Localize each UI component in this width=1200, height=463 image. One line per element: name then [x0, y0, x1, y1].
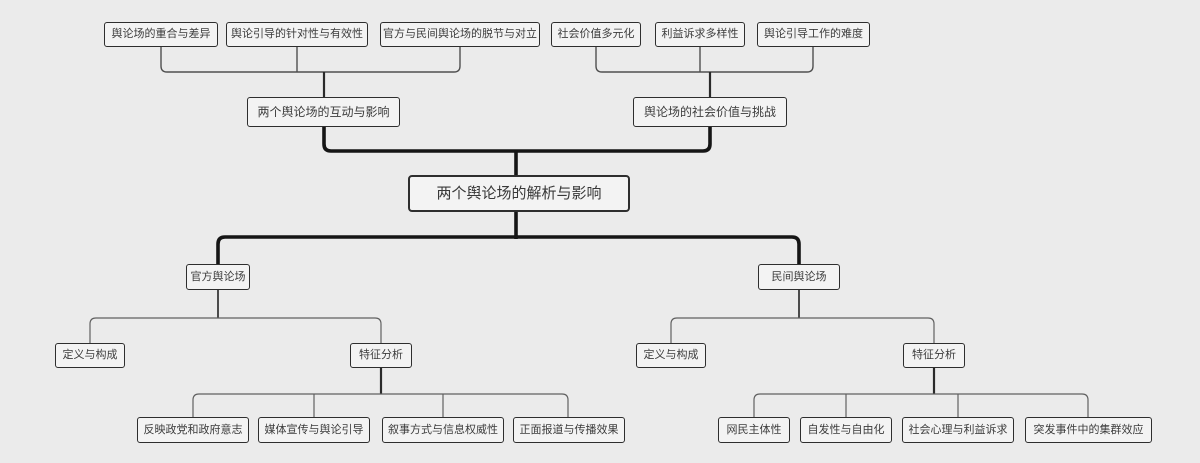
- connector-official-bus: [89, 317, 382, 343]
- node-branch-civil-field[interactable]: 民间舆论场: [758, 264, 840, 290]
- node-leaf-social-psychology-interests[interactable]: 社会心理与利益诉求: [902, 417, 1014, 443]
- node-leaf-guidance-difficulty[interactable]: 舆论引导工作的难度: [757, 22, 870, 47]
- node-leaf-netizen-subjectivity[interactable]: 网民主体性: [718, 417, 790, 443]
- connector-root-lower-left: [216, 235, 516, 264]
- node-civil-features[interactable]: 特征分析: [903, 343, 965, 368]
- node-leaf-positive-reporting[interactable]: 正面报道与传播效果: [513, 417, 625, 443]
- connector-root-lower-right: [516, 235, 801, 264]
- node-leaf-emergency-cluster-effect[interactable]: 突发事件中的集群效应: [1025, 417, 1152, 443]
- node-root[interactable]: 两个舆论场的解析与影响: [408, 175, 630, 212]
- connector-topright-bus: [595, 47, 814, 73]
- node-leaf-spontaneity-liberalization[interactable]: 自发性与自由化: [800, 417, 892, 443]
- connector-features-right-bus: [753, 393, 1089, 417]
- node-leaf-overlap-difference[interactable]: 舆论场的重合与差异: [104, 22, 218, 47]
- node-branch-interaction-influence[interactable]: 两个舆论场的互动与影响: [247, 97, 400, 127]
- connector-civil-bus: [670, 317, 935, 343]
- connector-topleft-bus: [160, 47, 461, 73]
- node-official-features[interactable]: 特征分析: [350, 343, 412, 368]
- node-leaf-narrative-authority[interactable]: 叙事方式与信息权威性: [382, 417, 504, 443]
- node-leaf-value-pluralism[interactable]: 社会价值多元化: [551, 22, 641, 47]
- connector-root-upper-left: [322, 127, 516, 153]
- node-official-definition[interactable]: 定义与构成: [55, 343, 125, 368]
- node-branch-social-value-challenge[interactable]: 舆论场的社会价值与挑战: [633, 97, 787, 127]
- connector-root-upper-right: [516, 127, 712, 153]
- node-leaf-interest-diversity[interactable]: 利益诉求多样性: [655, 22, 745, 47]
- node-branch-official-field[interactable]: 官方舆论场: [186, 264, 250, 290]
- node-leaf-media-propaganda[interactable]: 媒体宣传与舆论引导: [258, 417, 370, 443]
- node-leaf-guidance-effectiveness[interactable]: 舆论引导的针对性与有效性: [226, 22, 368, 47]
- node-civil-definition[interactable]: 定义与构成: [636, 343, 706, 368]
- node-leaf-disconnect-opposition[interactable]: 官方与民间舆论场的脱节与对立: [380, 22, 540, 47]
- connector-features-left-bus: [192, 393, 569, 417]
- node-leaf-party-government-will[interactable]: 反映政党和政府意志: [137, 417, 249, 443]
